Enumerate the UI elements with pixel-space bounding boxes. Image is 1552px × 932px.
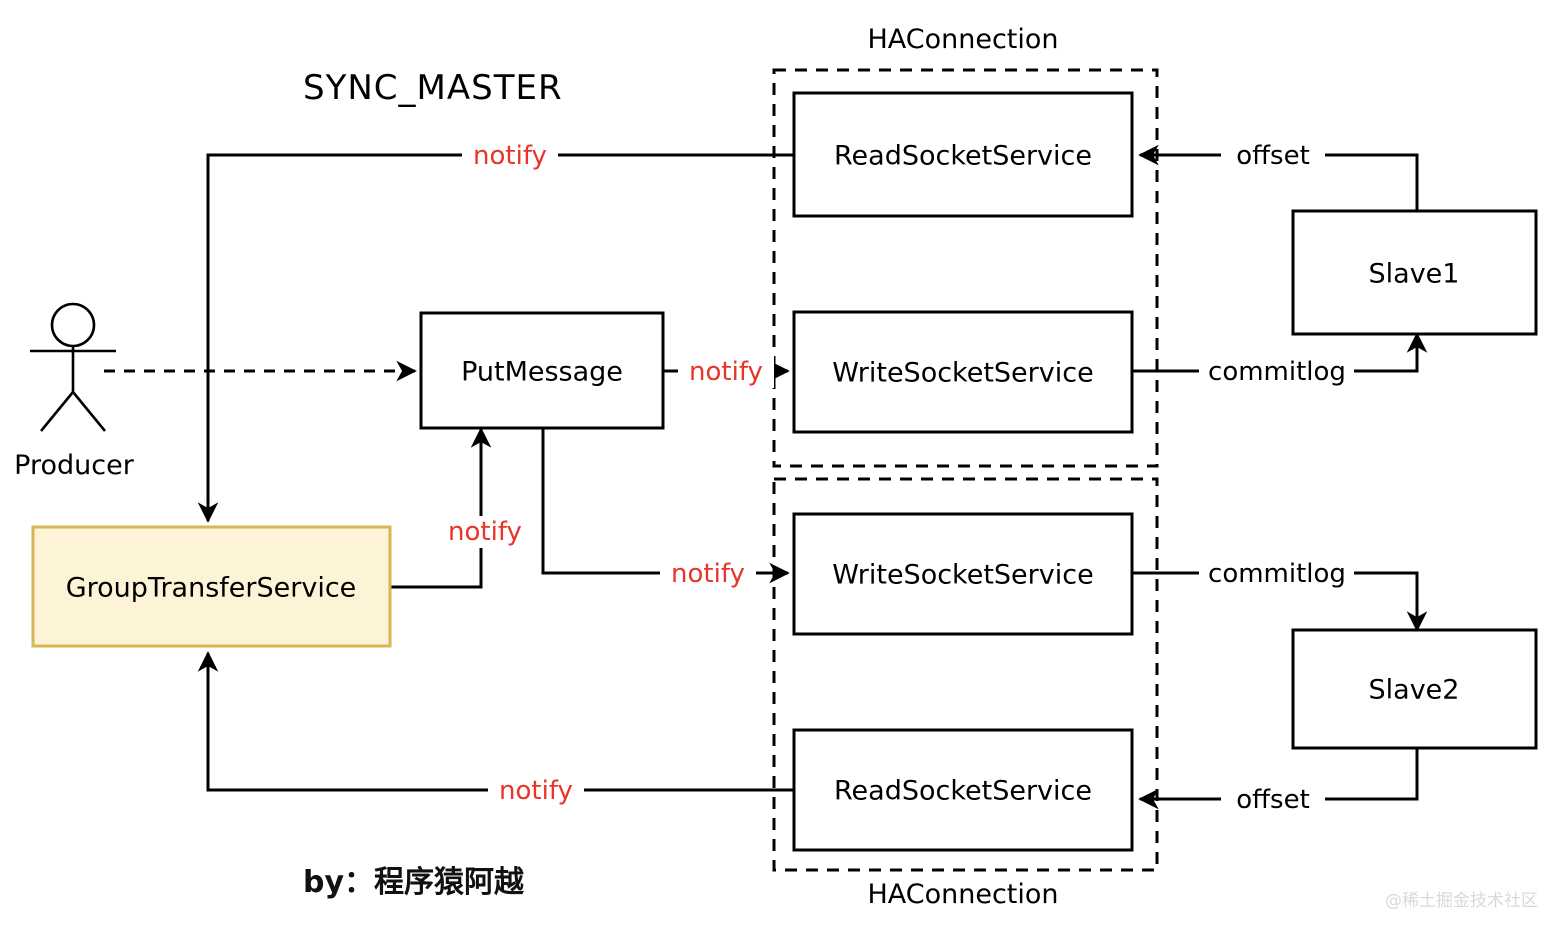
read-socket-service-bottom-label: ReadSocketService [834, 776, 1092, 807]
edge-label-slave1-commitlog: commitlog [1208, 357, 1346, 387]
producer-right-leg-icon [71, 391, 107, 432]
edge-put-message-to-write-bottom [541, 424, 790, 584]
read-socket-service-top-box[interactable] [792, 91, 1134, 218]
edge-read-top-to-group-transfer [197, 153, 794, 523]
put-message-box[interactable] [419, 311, 665, 430]
label-bg-commitlog-1 [1199, 356, 1354, 388]
write-socket-service-top-label: WriteSocketService [832, 358, 1093, 389]
read-socket-service-top-label: ReadSocketService [834, 141, 1092, 172]
edge-label-group-to-put-notify: notify [448, 517, 522, 547]
edge-label-read-bottom-notify: notify [499, 776, 573, 806]
put-message-label: PutMessage [461, 357, 623, 388]
label-bg-offset-1 [1221, 140, 1325, 172]
write-socket-service-bottom-box[interactable] [792, 512, 1134, 636]
label-bg-notify-4 [660, 558, 756, 590]
edge-label-read-top-notify: notify [473, 141, 547, 171]
label-bg-offset-2 [1221, 784, 1325, 816]
slave2-box[interactable] [1291, 628, 1538, 750]
write-socket-service-bottom-label: WriteSocketService [832, 560, 1093, 591]
ha-connection-bottom-label: HAConnection [867, 879, 1058, 910]
label-bg-notify-1 [462, 140, 558, 172]
group-transfer-service-box[interactable] [31, 525, 392, 648]
producer-label: Producer [14, 450, 135, 481]
node-put-message[interactable]: PutMessage [419, 311, 665, 430]
edge-read-bottom-to-group-transfer [197, 651, 794, 792]
node-read-socket-service-top[interactable]: ReadSocketService [792, 91, 1134, 218]
group-transfer-service-label: GroupTransferService [66, 573, 357, 604]
label-bg-notify-5 [488, 775, 584, 807]
write-socket-service-top-box[interactable] [792, 310, 1134, 434]
edge-label-put-to-write-bottom-notify: notify [671, 559, 745, 589]
label-bg-notify-2 [678, 356, 774, 388]
diagram-title: SYNC_MASTER [303, 68, 563, 108]
edge-label-slave1-offset: offset [1236, 141, 1310, 171]
label-bg-commitlog-2 [1199, 558, 1354, 590]
producer-head-icon [50, 302, 96, 348]
actor-producer[interactable]: Producer [14, 302, 135, 481]
node-write-socket-service-bottom[interactable]: WriteSocketService [792, 512, 1134, 636]
byline-attribution: by：程序猿阿越 [303, 865, 525, 900]
read-socket-service-bottom-box[interactable] [792, 728, 1134, 852]
producer-left-leg-icon [39, 391, 75, 432]
slave2-label: Slave2 [1369, 675, 1460, 706]
node-read-socket-service-bottom[interactable]: ReadSocketService [792, 728, 1134, 852]
node-write-socket-service-top[interactable]: WriteSocketService [792, 310, 1134, 434]
ha-connection-top-container [772, 68, 1159, 468]
node-group-transfer-service[interactable]: GroupTransferService [31, 525, 392, 648]
slave1-label: Slave1 [1369, 259, 1460, 290]
node-slave1[interactable]: Slave1 [1291, 209, 1538, 336]
ha-connection-top-label: HAConnection [867, 24, 1058, 55]
watermark-text: @稀土掘金技术社区 [1385, 891, 1538, 911]
edge-label-put-to-write-top-notify: notify [689, 357, 763, 387]
edge-label-slave2-commitlog: commitlog [1208, 559, 1346, 589]
node-slave2[interactable]: Slave2 [1291, 628, 1538, 750]
slave1-box[interactable] [1291, 209, 1538, 336]
ha-connection-bottom-container [772, 477, 1159, 872]
edge-group-transfer-to-put-message [390, 427, 492, 589]
edge-label-slave2-offset: offset [1236, 785, 1310, 815]
label-bg-notify-3 [437, 516, 533, 548]
